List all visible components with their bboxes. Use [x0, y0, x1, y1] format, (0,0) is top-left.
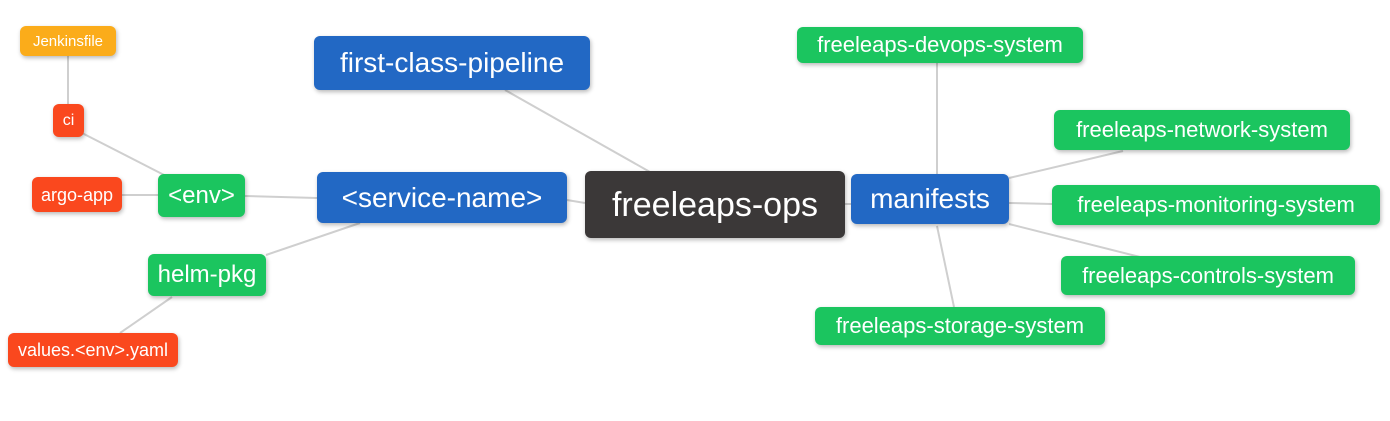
edge-manifests-storage	[936, 225, 955, 308]
edge-pipeline-root	[504, 89, 651, 173]
edge-manifests-network	[1008, 150, 1124, 179]
edge-service-name-root	[566, 199, 586, 204]
node-helm-pkg[interactable]: helm-pkg	[148, 254, 266, 296]
node-freeleaps-network-system[interactable]: freeleaps-network-system	[1054, 110, 1350, 150]
node-env[interactable]: <env>	[158, 174, 245, 217]
node-jenkinsfile[interactable]: Jenkinsfile	[20, 26, 116, 56]
node-freeleaps-monitoring-system[interactable]: freeleaps-monitoring-system	[1052, 185, 1380, 225]
edge-service-name-helm-pkg	[265, 222, 361, 256]
edge-ci-env	[81, 132, 169, 178]
edge-env-service-name	[244, 195, 318, 199]
node-freeleaps-ops-root[interactable]: freeleaps-ops	[585, 171, 845, 238]
node-ci[interactable]: ci	[53, 104, 84, 137]
node-freeleaps-controls-system[interactable]: freeleaps-controls-system	[1061, 256, 1355, 295]
node-argo-app[interactable]: argo-app	[32, 177, 122, 212]
node-freeleaps-storage-system[interactable]: freeleaps-storage-system	[815, 307, 1105, 345]
node-first-class-pipeline[interactable]: first-class-pipeline	[314, 36, 590, 90]
edge-manifests-controls	[1008, 223, 1141, 258]
edge-values-helm-pkg	[119, 296, 173, 334]
node-values-env-yaml[interactable]: values.<env>.yaml	[8, 333, 178, 367]
node-freeleaps-devops-system[interactable]: freeleaps-devops-system	[797, 27, 1083, 63]
edge-manifests-monitoring	[1008, 202, 1053, 205]
node-manifests[interactable]: manifests	[851, 174, 1009, 224]
node-service-name[interactable]: <service-name>	[317, 172, 567, 223]
